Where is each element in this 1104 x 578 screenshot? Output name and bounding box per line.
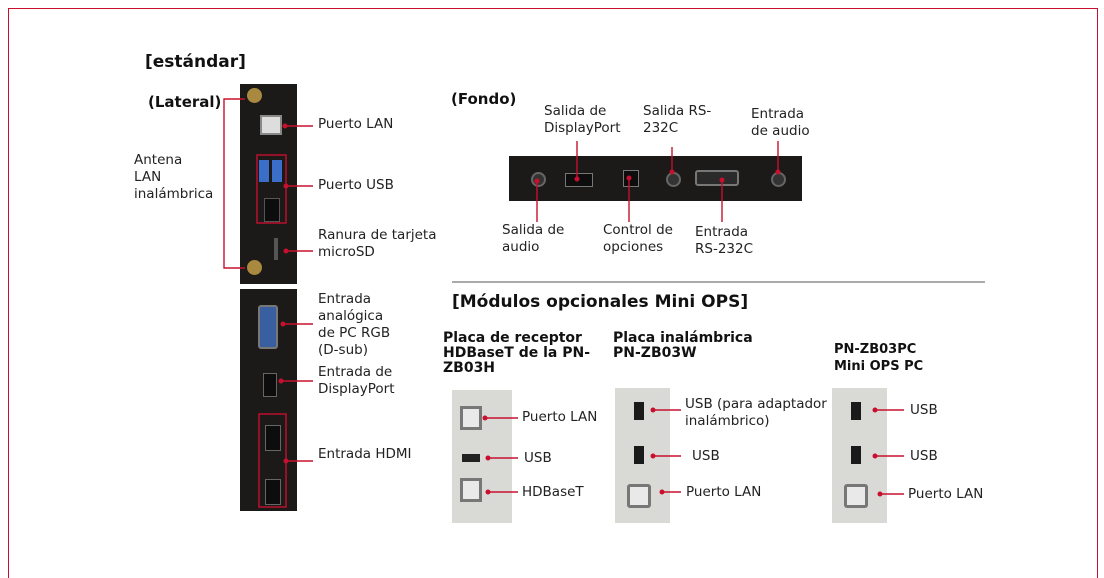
lan-port-icon bbox=[627, 484, 651, 508]
rgb-input-label: Entrada analógica de PC RGB (D-sub) bbox=[318, 291, 391, 358]
standard-title: [estándar] bbox=[145, 52, 246, 72]
usb-port-icon bbox=[462, 454, 480, 462]
microsd-slot-icon bbox=[274, 238, 278, 260]
hdbaset-usb-label: USB bbox=[524, 450, 552, 466]
hdbaset-port-label: HDBaseT bbox=[522, 484, 584, 500]
modules-title: [Módulos opcionales Mini OPS] bbox=[452, 292, 749, 312]
pc-usb-label-1: USB bbox=[910, 402, 938, 418]
lan-port-icon bbox=[844, 484, 868, 508]
antenna-connector-icon bbox=[247, 260, 262, 275]
usb-port-icon bbox=[851, 446, 861, 464]
wireless-board-title: Placa inalámbrica PN-ZB03W bbox=[613, 330, 753, 361]
hdmi-highlight-box bbox=[258, 413, 287, 508]
microsd-slot-label: Ranura de tarjeta microSD bbox=[318, 227, 437, 260]
lan-port-icon bbox=[460, 406, 482, 430]
wireless-usb-label: USB bbox=[692, 448, 720, 464]
hdmi-port-icon bbox=[265, 425, 281, 451]
side-view-label: (Lateral) bbox=[148, 93, 222, 111]
usb-port-icon bbox=[851, 402, 861, 420]
page-frame bbox=[8, 8, 1098, 578]
displayport-input-label: Entrada de DisplayPort bbox=[318, 364, 395, 397]
rs232c-output-label: Salida RS- 232C bbox=[643, 103, 712, 136]
displayport-output-label: Salida de DisplayPort bbox=[544, 103, 621, 136]
lan-port-icon bbox=[260, 115, 282, 135]
audio-output-label: Salida de audio bbox=[502, 222, 565, 255]
usb-port-icon bbox=[259, 160, 269, 182]
antenna-bracket-line bbox=[223, 98, 245, 269]
wireless-lan-label: Puerto LAN bbox=[686, 484, 762, 500]
bottom-panel bbox=[509, 156, 802, 201]
hdbaset-lan-label: Puerto LAN bbox=[522, 409, 598, 425]
lan-port-label: Puerto LAN bbox=[318, 116, 394, 132]
pc-board-title: PN-ZB03PC Mini OPS PC bbox=[834, 342, 924, 374]
usb-port-icon bbox=[634, 446, 644, 464]
audio-input-label: Entrada de audio bbox=[751, 106, 810, 139]
hdmi-input-label: Entrada HDMI bbox=[318, 446, 412, 462]
wireless-usb-adapter-label: USB (para adaptador inalámbrico) bbox=[685, 396, 827, 429]
hdmi-port-icon bbox=[265, 479, 281, 505]
usb-port-label: Puerto USB bbox=[318, 177, 394, 193]
usb-port-icon bbox=[272, 160, 282, 182]
displayport-in-icon bbox=[263, 373, 277, 397]
usb-highlight-box bbox=[256, 154, 287, 224]
side-panel-lower bbox=[240, 289, 297, 511]
pc-lan-label: Puerto LAN bbox=[908, 486, 984, 502]
rs232c-input-label: Entrada RS-232C bbox=[695, 224, 754, 257]
bottom-view-label: (Fondo) bbox=[451, 90, 517, 108]
pc-usb-label-2: USB bbox=[910, 448, 938, 464]
usb-c-port-icon bbox=[264, 198, 280, 222]
antenna-connector-icon bbox=[247, 88, 262, 103]
option-control-label: Control de opciones bbox=[603, 222, 673, 255]
antenna-label: Antena LAN inalámbrica bbox=[134, 152, 214, 202]
usb-port-icon bbox=[634, 402, 644, 420]
dsub-port-icon bbox=[258, 305, 278, 349]
hdbaset-board-title: Placa de receptor HDBaseT de la PN- ZB03… bbox=[443, 330, 591, 376]
rs232c-in-port-icon bbox=[695, 170, 739, 186]
hdbaset-port-icon bbox=[460, 478, 482, 502]
hdbaset-board bbox=[452, 390, 512, 523]
